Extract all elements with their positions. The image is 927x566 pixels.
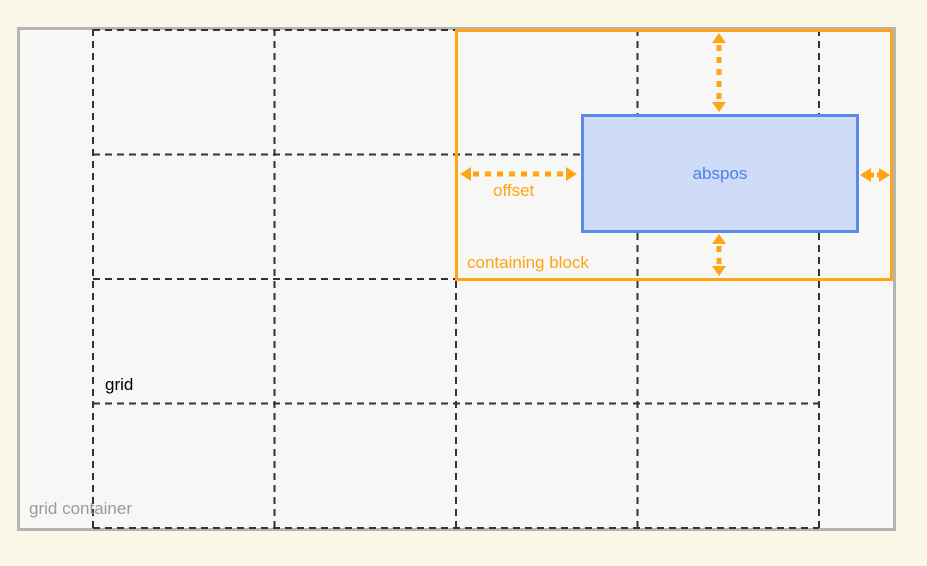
abspos-label: abspos xyxy=(692,163,748,183)
grid-container-label: grid container xyxy=(29,499,133,518)
containing-block-label: containing block xyxy=(467,253,589,272)
offset-label: offset xyxy=(493,181,535,200)
abspos-box: abspos xyxy=(581,114,859,233)
grid-label: grid xyxy=(105,375,134,394)
